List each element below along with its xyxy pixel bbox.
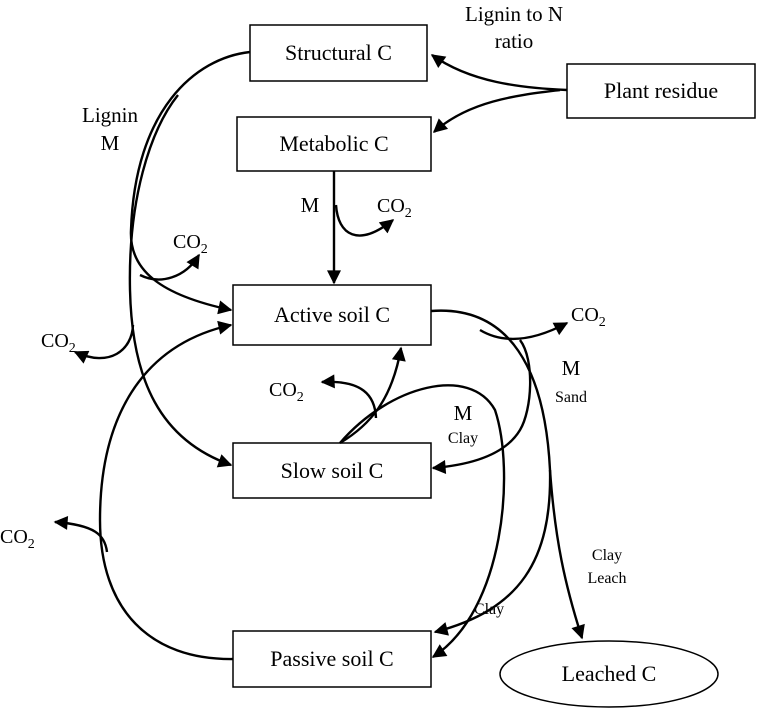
active-soil-c-label: Active soil C (274, 302, 390, 327)
arrow-slow-to-passive (339, 384, 506, 659)
arrow-structural-to-slow (128, 94, 233, 468)
active-soil-c-box: Active soil C (232, 284, 432, 346)
arrow-structural-co2-lower (73, 324, 135, 364)
metabolic-c-label: Metabolic C (279, 131, 388, 156)
arrow-structural-to-active (129, 50, 251, 315)
arrow-active-to-passive (433, 469, 552, 636)
arrow-residue-to-structural (430, 54, 568, 92)
slow-soil-c-label: Slow soil C (281, 458, 384, 483)
co2-label-structural-lower: CO2 (41, 330, 76, 356)
leached-c-label: Leached C (562, 661, 657, 686)
passive-soil-c-box: Passive soil C (232, 630, 432, 688)
clay-passive-label: Clay (474, 601, 504, 618)
co2-label-structural-upper: CO2 (173, 231, 208, 257)
lignin-m-label: M (101, 131, 120, 155)
sand-m-label: M (562, 356, 581, 380)
arrow-passive-to-active (98, 320, 234, 661)
lignin-label: Lignin (82, 103, 138, 127)
arrow-passive-co2 (53, 515, 109, 553)
plant-residue-box: Plant residue (566, 63, 756, 119)
arrow-residue-to-metabolic (432, 88, 561, 133)
lignin-to-n-label-line2: ratio (495, 29, 533, 53)
arrow-active-to-slow (431, 339, 532, 474)
co2-label-passive: CO2 (0, 526, 35, 552)
arrow-slow-to-active (339, 346, 406, 445)
arrow-active-to-leached (430, 309, 585, 640)
arrow-structural-co2-upper (139, 253, 201, 281)
passive-soil-c-label: Passive soil C (270, 646, 393, 671)
sand-label: Sand (555, 389, 587, 406)
arrow-slow-co2 (320, 374, 378, 419)
metabolic-c-box: Metabolic C (236, 116, 432, 172)
metabolic-m-label: M (301, 193, 320, 217)
arrow-metabolic-co2 (334, 204, 395, 237)
clay-slow-label: Clay (448, 430, 478, 447)
co2-label-metabolic: CO2 (377, 195, 412, 221)
co2-label-active: CO2 (571, 304, 606, 330)
structural-c-label: Structural C (285, 40, 392, 65)
clay-leach-label-line1: Clay (592, 547, 622, 564)
leached-c-ellipse: Leached C (499, 640, 719, 708)
arrow-active-co2 (479, 321, 569, 341)
lignin-to-n-label-line1: Lignin to N (465, 2, 563, 26)
plant-residue-label: Plant residue (604, 78, 718, 103)
structural-c-box: Structural C (249, 24, 428, 82)
slow-soil-c-box: Slow soil C (232, 442, 432, 499)
co2-label-slow: CO2 (269, 379, 304, 405)
clay-m-label: M (454, 401, 473, 425)
clay-leach-label-line2: Leach (587, 570, 626, 587)
